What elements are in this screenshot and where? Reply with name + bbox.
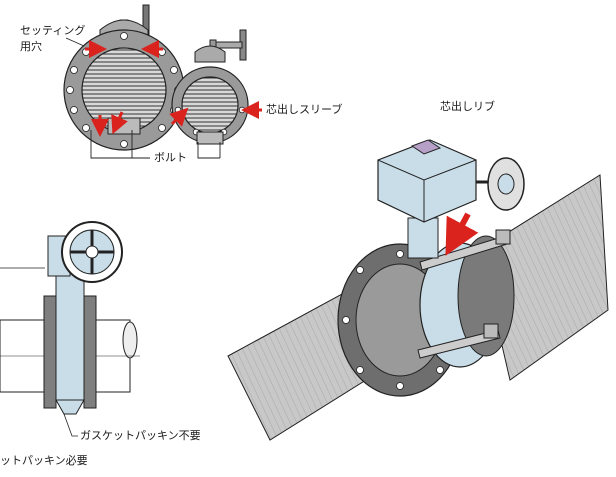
side-section-view: [0, 221, 140, 437]
setting-hole-label-line1: セッティング: [20, 24, 86, 37]
gasket-needed-label: ットパッキン必要: [0, 454, 88, 467]
centering-rib-label: 芯出しリブ: [440, 100, 495, 113]
bolt-label: ボルト: [154, 151, 187, 164]
centering-sleeve-label: 芯出しスリーブ: [266, 103, 343, 116]
gasket-not-needed-label: ガスケットパッキン不要: [80, 429, 201, 442]
bolt-leader: [90, 130, 221, 159]
small-flange-face: [169, 29, 262, 145]
setting-hole-label-line2: 用穴: [20, 40, 42, 53]
perspective-install-view: [227, 139, 609, 441]
